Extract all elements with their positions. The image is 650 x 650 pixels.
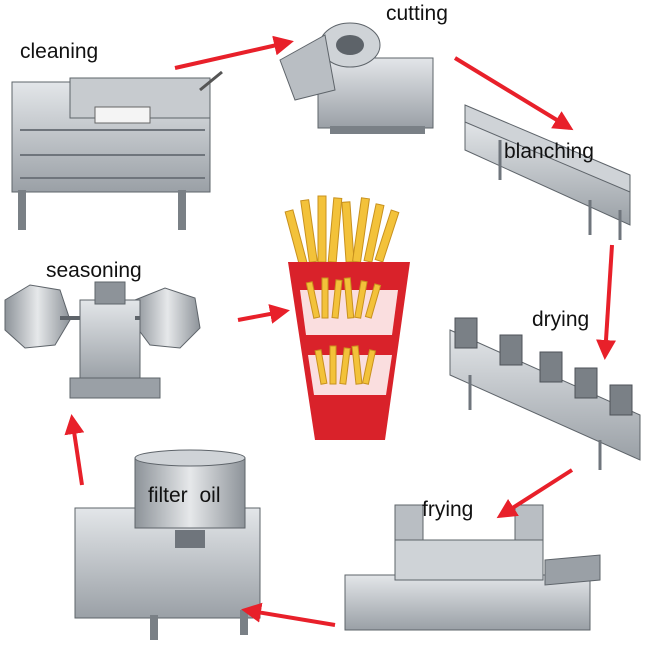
arrow-cleaning-to-cutting (174, 35, 294, 70)
label-cleaning: cleaning (20, 40, 99, 63)
french-fries-cup-image (284, 195, 410, 440)
frying-machine-image (344, 504, 601, 631)
arrow-cutting-to-blanching (453, 56, 574, 131)
arrow-drying-to-frying (496, 468, 574, 519)
label-blanching: blanching (504, 140, 594, 163)
arrow-frying-to-filter-oil (241, 602, 336, 627)
cutting-machine-image (279, 22, 434, 134)
arrow-blanching-to-drying (596, 244, 616, 360)
arrow-seasoning-to-fries (237, 304, 290, 324)
label-filter-oil: filter oil (148, 484, 221, 507)
label-cutting: cutting (386, 2, 448, 25)
filter-oil-machine-image (74, 449, 261, 640)
label-drying: drying (532, 308, 590, 331)
label-frying: frying (422, 498, 474, 521)
seasoning-machine-image (4, 281, 201, 399)
drying-machine-image (449, 317, 641, 470)
label-seasoning: seasoning (46, 259, 142, 282)
cleaning-machine-image (11, 70, 223, 230)
arrow-filter-oil-to-seasoning (64, 414, 85, 486)
blanching-machine-image (464, 104, 631, 240)
